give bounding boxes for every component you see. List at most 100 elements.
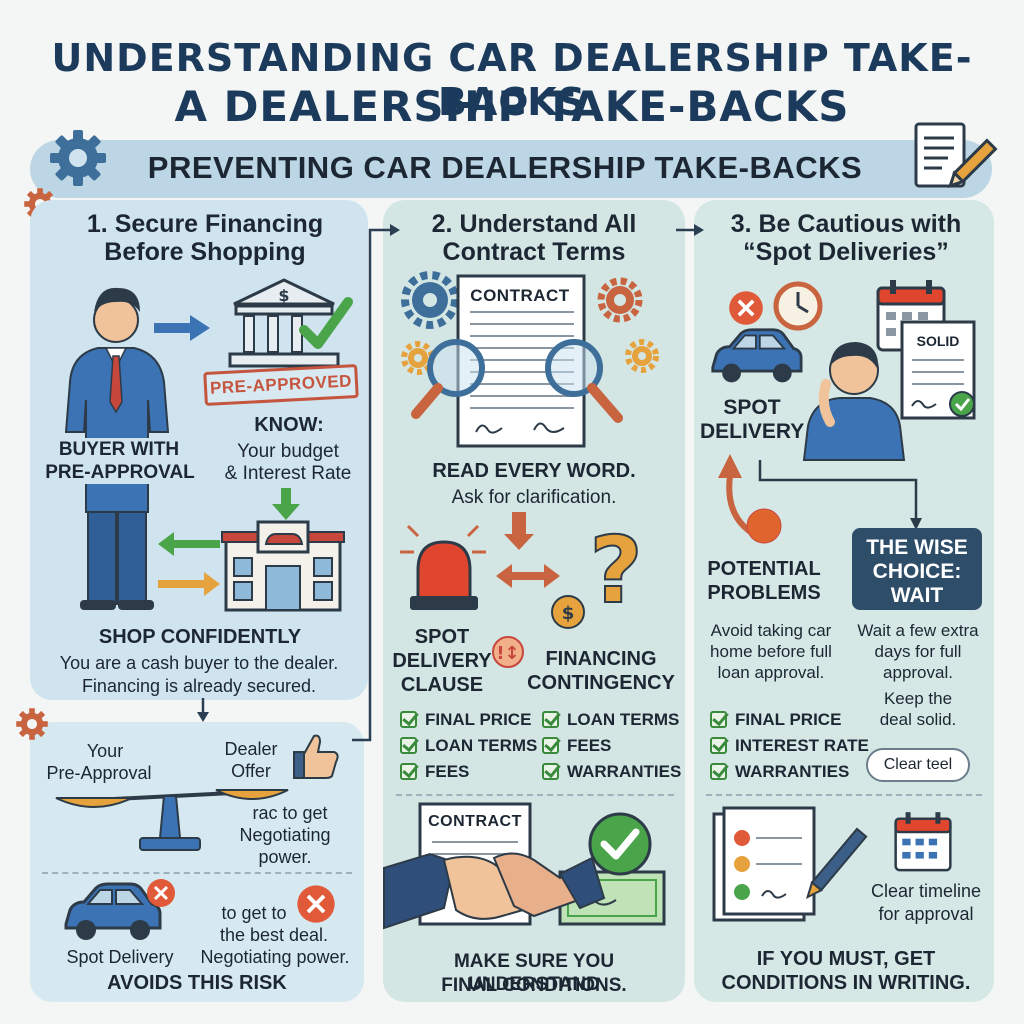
checkbox-icon <box>400 737 417 754</box>
know-line2: & Interest Rate <box>224 463 352 484</box>
swap-arrows-icon <box>158 532 220 596</box>
ask-clarification: Ask for clarification. <box>451 487 617 508</box>
read-every-word: READ EVERY WORD. <box>432 460 636 482</box>
clear-tag-badge: Clear teel <box>866 748 970 782</box>
timeline-line2: for approval <box>878 904 974 924</box>
red-dot-icon <box>746 508 782 544</box>
x-mark-icon-2 <box>297 885 335 923</box>
know-title: KNOW: <box>254 414 324 436</box>
checklist-item: WARRANTIES <box>542 762 681 782</box>
negotiating-line2: Negotiating <box>239 825 331 845</box>
page-subtitle: A DEALERSHIP TAKE-BACKS <box>174 82 850 131</box>
checklist-item: FEES <box>542 736 611 756</box>
avoid-line2: home before full <box>710 642 832 661</box>
arrow-down-icon <box>272 488 300 520</box>
scale-left-line1: Your <box>86 741 124 761</box>
banner-title: PREVENTING CAR DEALERSHIP TAKE-BACKS <box>147 150 863 185</box>
step2-bottom-line2: FINAL CONDITIONS. <box>441 975 627 996</box>
car-icon <box>64 882 162 940</box>
spot-clause-line1: SPOT <box>414 626 470 648</box>
checklist-item: LOAN TERMS <box>542 710 679 730</box>
checkbox-icon <box>400 711 417 728</box>
spot-clause-line3: CLAUSE <box>400 674 484 696</box>
problems-line1: POTENTIAL <box>707 558 821 580</box>
best-line2: the best deal. <box>219 925 329 945</box>
negotiating-line1: rac to get <box>252 803 328 823</box>
checkbox-icon <box>710 737 727 754</box>
checkbox-icon <box>710 711 727 728</box>
spot-delivery-label: Spot Delivery <box>66 947 174 967</box>
best-line1: to get to <box>221 903 287 923</box>
clock-icon <box>773 281 823 331</box>
calendar-icon-2 <box>894 812 952 872</box>
x-mark-icon <box>147 879 175 907</box>
step2-title-line1: 2. Understand All <box>431 210 637 238</box>
avoid-line3: loan approval. <box>717 663 825 682</box>
arrow-right-icon <box>154 315 210 341</box>
checkbox-icon <box>542 763 559 780</box>
spot-clause-line2: DELIVERY <box>392 650 492 672</box>
step3-bottom-line1: IF YOU MUST, GET <box>756 948 936 970</box>
checklist-item: FINAL PRICE <box>400 710 531 730</box>
best-line3: Negotiating power. <box>200 947 350 967</box>
contract-label: CONTRACT <box>470 286 570 305</box>
wait-line5: deal solid. <box>879 710 957 729</box>
alert-icon: !↕ <box>492 636 524 668</box>
negotiating-line3: power. <box>258 847 312 867</box>
wise-choice-box: THE WISE CHOICE: WAIT <box>852 528 982 610</box>
wise-line1: THE WISE <box>866 536 968 559</box>
scale-right-line2: Offer <box>231 761 271 781</box>
step3-title-line2: “Spot Deliveries” <box>743 238 949 266</box>
avoids-risk-label: AVOIDS THIS RISK <box>107 972 287 994</box>
wait-line3: approval. <box>883 663 953 682</box>
scale-left-line2: Pre-Approval <box>46 763 152 783</box>
checkbox-icon <box>400 763 417 780</box>
svg-text:$: $ <box>562 603 575 624</box>
step2-title-line2: Contract Terms <box>442 238 626 266</box>
problems-line2: PROBLEMS <box>707 582 821 604</box>
financing-line1: FINANCING <box>545 648 657 670</box>
bank-icon: $ <box>228 278 353 368</box>
know-line1: Your budget <box>237 441 339 462</box>
svg-text:?: ? <box>589 517 642 624</box>
alarm-arrows-question-illustration: ? $ <box>400 512 644 629</box>
financing-line2: CONTINGENCY <box>527 672 675 694</box>
shop-title: SHOP CONFIDENTLY <box>98 626 302 648</box>
car-icon-2 <box>711 328 803 383</box>
wait-line1: Wait a few extra <box>857 621 979 640</box>
shop-line2: Financing is already secured. <box>81 676 317 696</box>
wait-line4: Keep the <box>883 689 953 708</box>
gear-icon <box>50 130 106 186</box>
divider <box>706 794 982 796</box>
solid-label: SOLID <box>916 333 960 349</box>
x-mark-icon-3 <box>729 291 763 325</box>
worried-person-icon <box>802 342 906 461</box>
spot-delivery-line2: DELIVERY <box>700 420 805 443</box>
wise-line2: CHOICE: <box>872 560 962 583</box>
wise-line3: WAIT <box>890 584 944 607</box>
handshake-contract-illustration <box>383 802 666 930</box>
shop-line1: You are a cash buyer to the dealer. <box>59 653 339 673</box>
down-arrow <box>197 698 209 722</box>
banner-background <box>30 140 992 198</box>
avoid-line1: Avoid taking car <box>710 621 832 640</box>
wait-line2: days for full <box>874 642 962 661</box>
scale-right-line1: Dealer <box>224 739 278 759</box>
step1-title-line1: 1. Secure Financing <box>86 210 324 238</box>
svg-text:$: $ <box>278 286 289 305</box>
checklist-item: LOAN TERMS <box>400 736 537 756</box>
solid-document-icon <box>900 320 976 420</box>
svg-text:!↕: !↕ <box>496 643 519 664</box>
contract-magnifier-illustration <box>401 271 659 448</box>
checkbox-icon <box>542 737 559 754</box>
checklist-item: WARRANTIES <box>710 762 849 782</box>
divider <box>396 794 674 796</box>
step3-title-line1: 3. Be Cautious with <box>730 210 962 238</box>
step2-bottom-line1: MAKE SURE YOU UNDERSTAND <box>453 951 615 995</box>
balance-scale-icon <box>55 789 289 851</box>
checklist-item: INTEREST RATE <box>710 736 869 756</box>
divider <box>42 872 352 874</box>
checklist-document-icon <box>712 806 868 922</box>
checkbox-icon <box>710 763 727 780</box>
buyer-label-line2: PRE-APPROVAL <box>40 461 200 484</box>
